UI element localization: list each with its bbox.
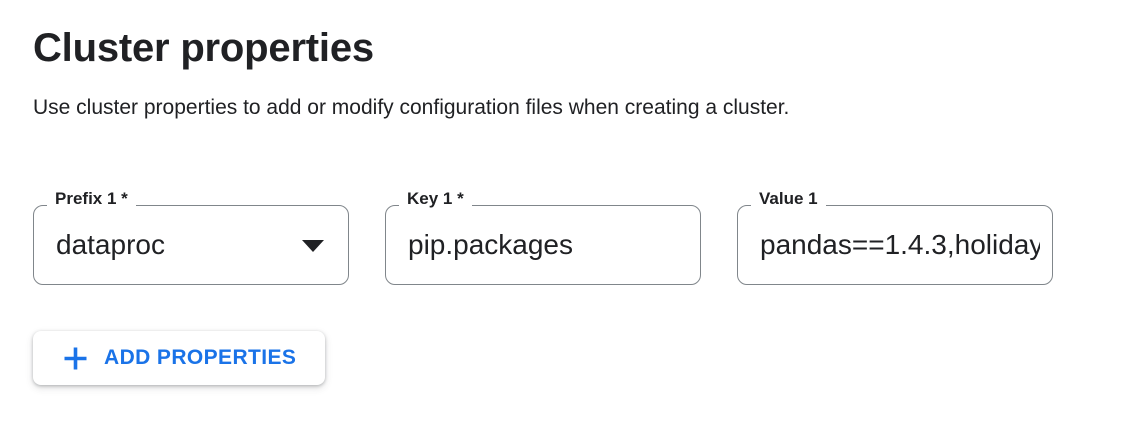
prefix-field: Prefix 1 * dataproc (33, 189, 349, 285)
prefix-select-value: dataproc (56, 229, 165, 260)
prefix-select[interactable]: dataproc (34, 206, 348, 284)
value-input[interactable] (738, 206, 1052, 284)
page-description: Use cluster properties to add or modify … (33, 96, 790, 119)
key-field-label: Key 1 * (399, 189, 472, 209)
plus-icon (62, 345, 89, 372)
prefix-field-label: Prefix 1 * (47, 189, 136, 209)
page-title: Cluster properties (33, 26, 374, 70)
value-field-label: Value 1 (751, 189, 826, 209)
value-field: Value 1 (737, 189, 1053, 285)
dropdown-arrow-icon (302, 240, 324, 252)
key-input[interactable] (386, 206, 700, 284)
cluster-property-row: Prefix 1 * dataproc Key 1 * Value 1 (33, 189, 1102, 285)
key-field: Key 1 * (385, 189, 701, 285)
cluster-properties-section: Cluster properties Use cluster propertie… (33, 26, 1102, 385)
add-properties-button[interactable]: ADD PROPERTIES (33, 331, 326, 385)
add-properties-button-label: ADD PROPERTIES (104, 346, 297, 369)
